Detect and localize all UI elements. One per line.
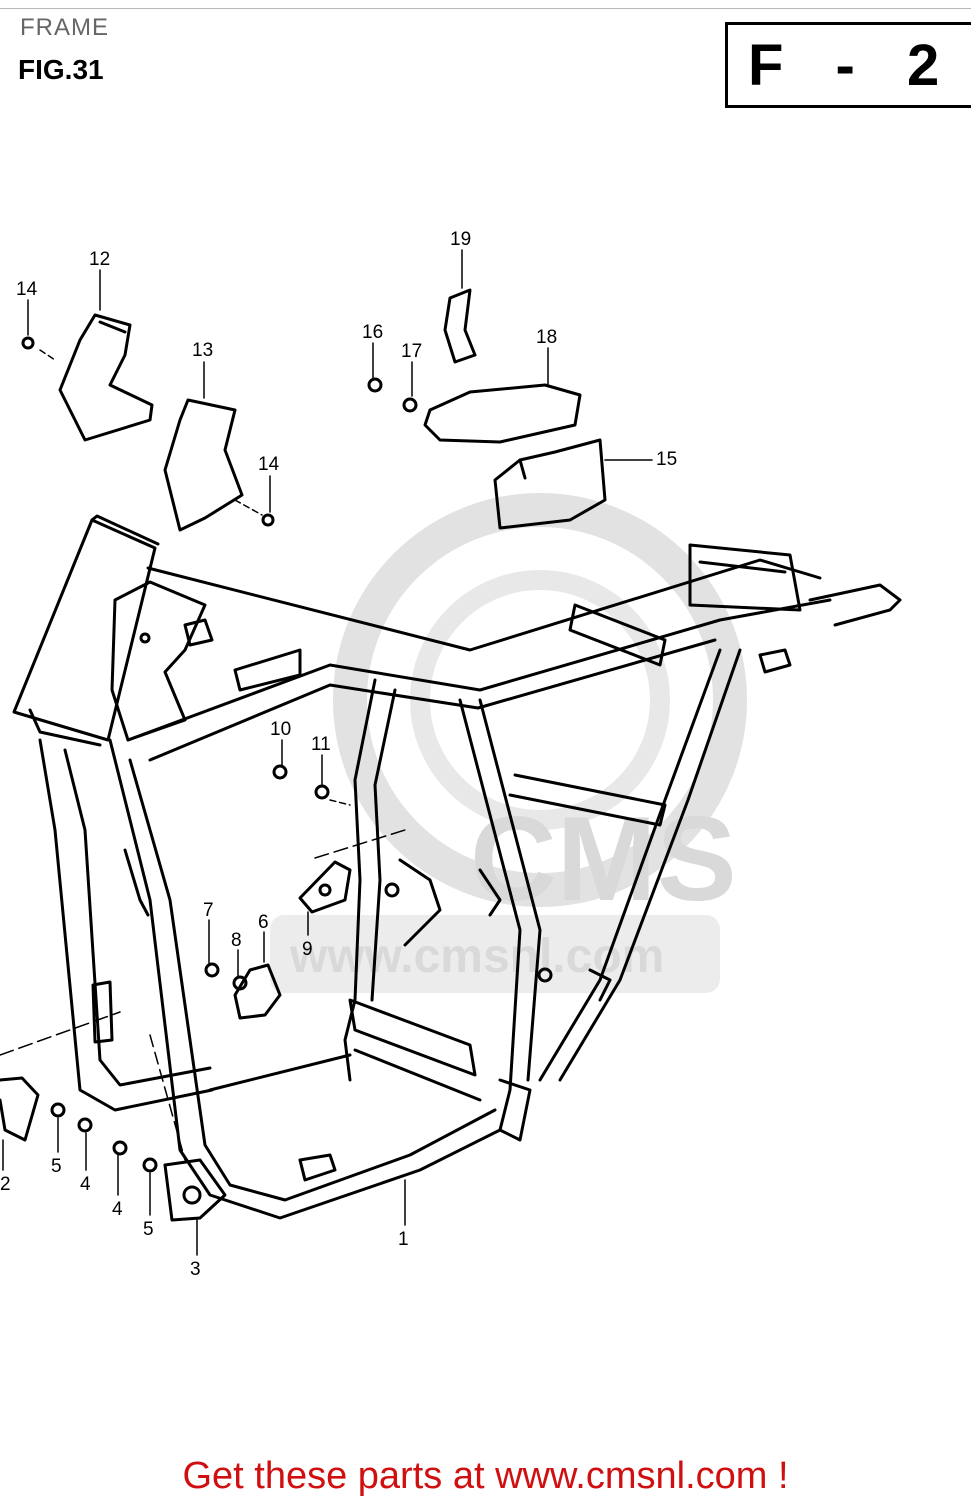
callout-18: 18: [536, 327, 557, 348]
right-down-tube-outer: [108, 738, 502, 1220]
battery-case-15: [493, 438, 607, 530]
cradle-left-tube: [343, 678, 377, 1082]
callout-19: 19: [450, 229, 471, 250]
washer-5b: [142, 1157, 158, 1173]
watermark: CMS www.cmsnl.com: [270, 493, 747, 993]
left-down-tube-outer: [38, 738, 214, 1112]
bracket-3: [163, 1158, 227, 1222]
callout-12: 12: [89, 249, 110, 270]
watermark-ring: [333, 493, 747, 907]
callout-6: 6: [258, 912, 269, 933]
rear-strut-inner: [558, 648, 742, 1082]
bolt-16: [367, 377, 383, 393]
strap-19: [443, 288, 477, 364]
callout-labels: 1 2 3 4 4 5 5 6 7 8 9 10 11 12 13 14 14 …: [0, 229, 677, 1280]
callout-5b: 5: [143, 1219, 154, 1240]
callout-14b: 14: [258, 454, 280, 475]
washer-5a: [50, 1102, 66, 1118]
rear-loop: [808, 583, 902, 627]
bracket-9: [298, 860, 352, 914]
rear-stud: [758, 648, 792, 674]
callout-4a: 4: [80, 1174, 91, 1195]
bolt-4b: [112, 1140, 128, 1156]
footer-cta-link[interactable]: Get these parts at www.cmsnl.com !: [182, 1455, 789, 1497]
figure-label: FIG.31: [18, 54, 104, 85]
lower-bracket: [498, 1078, 532, 1142]
seat-cross-tube: [568, 603, 667, 667]
callout-8: 8: [231, 930, 242, 951]
callout-15: 15: [656, 449, 677, 470]
fasteners: [21, 336, 418, 1173]
section-title: FRAME: [20, 14, 109, 41]
washer-11: [314, 784, 330, 800]
top-tube-upper: [146, 558, 822, 652]
cradle-right-tube: [458, 698, 522, 1132]
callout-4b: 4: [112, 1199, 123, 1220]
callout-10: 10: [270, 719, 291, 740]
callout-3: 3: [190, 1259, 201, 1280]
callout-9: 9: [302, 939, 313, 960]
leader-lines: [0, 249, 653, 1256]
lower-cross-tube: [348, 998, 477, 1077]
watermark-url-plate: [270, 915, 720, 993]
battery-support: [508, 773, 667, 827]
washer-8: [232, 975, 248, 991]
washer-17: [402, 397, 418, 413]
page-code: F - 2: [748, 33, 958, 98]
gusset-plate: [110, 580, 207, 742]
frame-lug-top: [233, 648, 302, 692]
rear-strut-outer: [538, 648, 722, 1082]
bolt-7: [204, 962, 220, 978]
bracket-2: [0, 1076, 40, 1142]
side-cover-13: [163, 398, 244, 532]
callout-14a: 14: [16, 279, 38, 300]
callout-2: 2: [0, 1174, 11, 1195]
bolt-4a: [77, 1117, 93, 1133]
engine-mount-lug: [398, 858, 442, 947]
right-down-tube-inner: [128, 758, 497, 1202]
callout-13: 13: [192, 340, 213, 361]
rear-rack: [688, 543, 802, 612]
screw-14a: [21, 336, 35, 350]
callout-1: 1: [398, 1229, 409, 1250]
steering-head: [12, 518, 157, 742]
bolt-10: [272, 764, 288, 780]
page-code-box: F - 2: [725, 22, 971, 108]
screw-14b: [261, 513, 275, 527]
frame-body: [12, 514, 902, 1220]
side-lug: [91, 980, 114, 1044]
side-cover-12: [58, 313, 154, 442]
top-tube-lower: [126, 598, 832, 742]
left-down-tube-inner: [63, 748, 212, 1087]
callout-7: 7: [203, 900, 214, 921]
callout-11: 11: [311, 734, 331, 755]
top-rule: [0, 8, 971, 9]
callout-5a: 5: [51, 1156, 62, 1177]
watermark-inner-ring: [410, 570, 670, 830]
lower-lug: [298, 1153, 337, 1182]
frame-lug-front: [183, 618, 214, 647]
battery-pad-18: [423, 383, 582, 444]
callout-16: 16: [362, 322, 383, 343]
callout-17: 17: [401, 341, 422, 362]
bracket-6: [233, 963, 282, 1020]
